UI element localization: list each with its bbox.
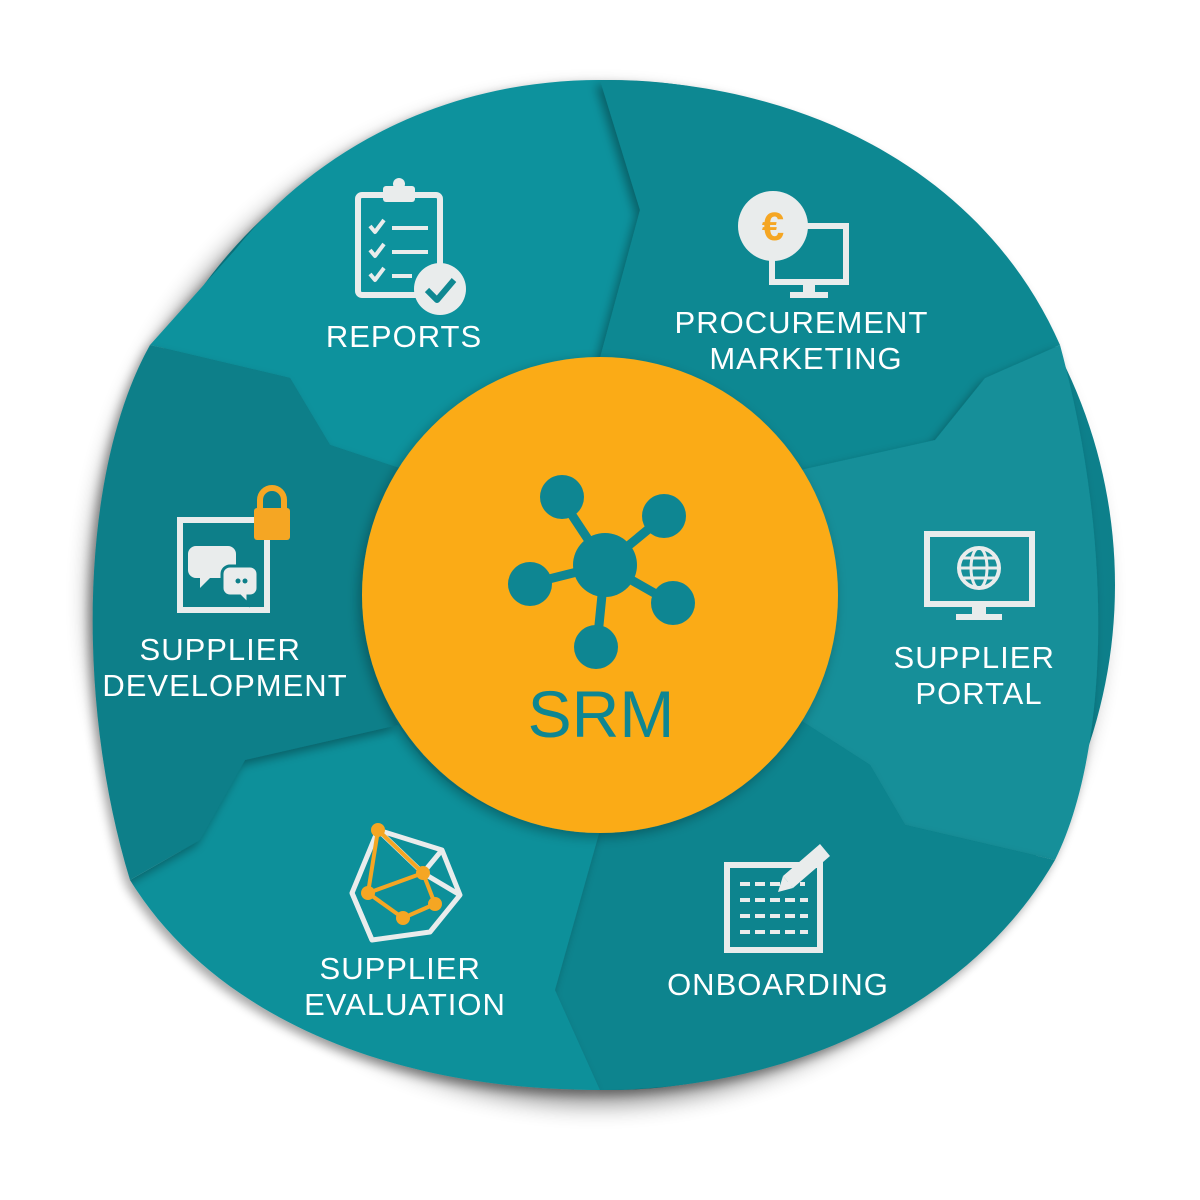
label-line: ONBOARDING xyxy=(667,967,889,1002)
center-label: SRM xyxy=(528,677,675,751)
euro-glyph: € xyxy=(762,205,784,249)
locked-chat-frame-icon xyxy=(177,485,290,613)
segment-supplier-evaluation xyxy=(130,725,600,1090)
segment-label-procurement-marketing: PROCUREMENT MARKETING xyxy=(675,305,938,376)
label-line: DEVELOPMENT xyxy=(102,668,347,703)
segment-label-onboarding: ONBOARDING xyxy=(667,967,889,1002)
label-line: SUPPLIER xyxy=(894,640,1055,675)
euro-monitor-icon: € xyxy=(738,191,849,298)
segment-label-supplier-development: SUPPLIER DEVELOPMENT xyxy=(102,632,347,703)
label-line: PORTAL xyxy=(915,676,1042,711)
segment-procurement-marketing xyxy=(600,80,1060,470)
clipboard-check-icon xyxy=(355,178,466,315)
polyhedron-network-icon xyxy=(349,823,463,943)
label-line: PROCUREMENT xyxy=(675,305,928,340)
segment-label-supplier-portal: SUPPLIER PORTAL xyxy=(894,640,1065,711)
segment-onboarding xyxy=(555,720,1055,1090)
globe-monitor-icon xyxy=(924,531,1035,620)
network-hub-icon xyxy=(508,475,695,669)
form-pen-icon xyxy=(724,844,830,953)
label-line: REPORTS xyxy=(326,319,482,354)
label-line: MARKETING xyxy=(709,341,902,376)
label-line: SUPPLIER xyxy=(320,951,481,986)
label-line: EVALUATION xyxy=(304,987,506,1022)
label-line: SUPPLIER xyxy=(140,632,301,667)
segment-label-supplier-evaluation: SUPPLIER EVALUATION xyxy=(304,951,506,1022)
segment-label-reports: REPORTS xyxy=(326,319,482,354)
